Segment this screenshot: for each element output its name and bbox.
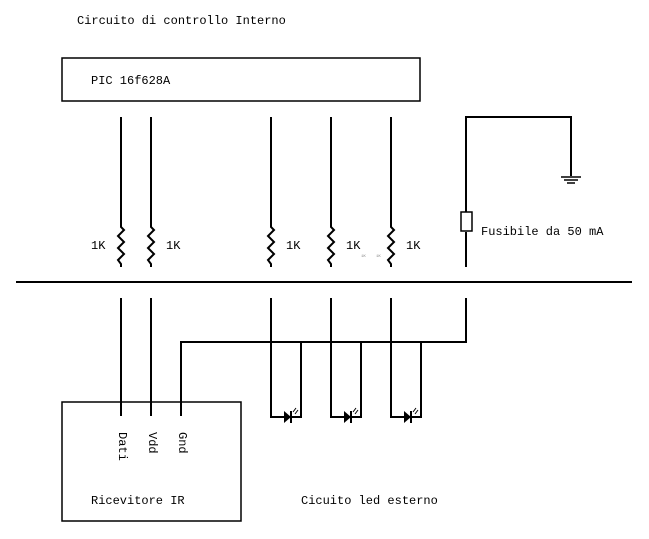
mcu-label: PIC 16f628A (91, 74, 171, 88)
tiny-label-2: 1K (376, 255, 381, 259)
ir-pin-dati: Dati (115, 432, 129, 461)
resistor-4-label: 1K (346, 239, 361, 253)
fuse-symbol (460, 211, 473, 232)
led-circuit-label: Cicuito led esterno (301, 494, 438, 508)
resistor-3 (267, 223, 275, 268)
ir-pin-vdd: Vdd (145, 432, 159, 454)
resistor-1-label: 1K (91, 239, 106, 253)
led-3-icon (404, 407, 419, 423)
title-text: Circuito di controllo Interno (77, 14, 286, 28)
led-1-icon (284, 407, 299, 423)
resistor-5 (387, 223, 395, 268)
ir-receiver-box (61, 401, 242, 522)
upper-wires (120, 117, 392, 224)
ground-branch (465, 116, 572, 267)
ir-receiver-label: Ricevitore IR (91, 494, 185, 508)
lower-wires (120, 298, 467, 418)
led-2-icon (344, 407, 359, 423)
resistor-2-label: 1K (166, 239, 181, 253)
resistor-3-label: 1K (286, 239, 301, 253)
ground-icon (561, 176, 581, 184)
resistor-4 (327, 223, 335, 268)
tiny-label-1: 1K (361, 255, 366, 259)
ir-pin-gnd: Gnd (175, 432, 189, 454)
resistor-5-label: 1K (406, 239, 421, 253)
fuse-label: Fusibile da 50 mA (481, 225, 604, 239)
resistor-1 (117, 223, 125, 268)
resistor-2 (147, 223, 155, 268)
mcu-box (61, 57, 421, 102)
